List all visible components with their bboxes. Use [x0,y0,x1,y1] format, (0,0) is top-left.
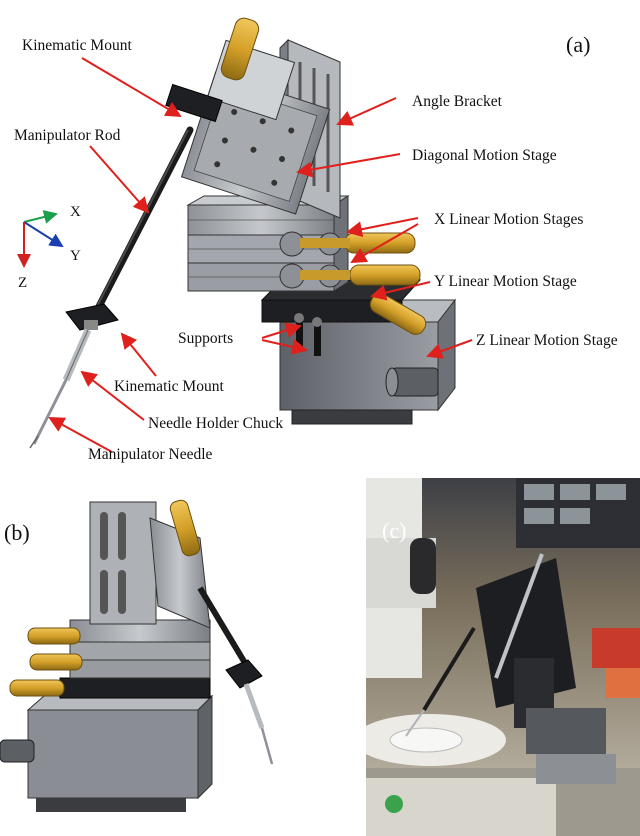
label-manipulator-rod: Manipulator Rod [14,127,121,144]
label-needle-holder-chuck: Needle Holder Chuck [148,415,284,432]
panel-label-c: (c) [382,518,407,543]
label-manipulator-needle: Manipulator Needle [88,446,213,463]
cad-render-assembly-b [0,499,274,812]
label-supports: Supports [178,330,234,347]
z-stage-shape [278,298,457,425]
panel-label-a: (a) [566,32,591,57]
photo-microscope-setup [366,478,640,836]
xy-stages-shape [186,195,427,335]
cad-render-assembly-a [17,17,473,453]
top-mount-shape [165,17,296,123]
manipulator-rod-shape [29,126,194,449]
panel-b: (b) [0,478,360,836]
axis-label-y: Y [70,248,81,264]
label-x-linear-motion-stages: X Linear Motion Stages [434,211,584,228]
label-y-linear-motion-stage: Y Linear Motion Stage [434,273,577,290]
label-kinematic-mount-bottom: Kinematic Mount [114,378,224,395]
label-kinematic-mount-top: Kinematic Mount [22,37,132,54]
panel-c: (c) [366,478,640,836]
panel-label-b: (b) [4,520,30,545]
axis-label-z: Z [18,275,28,291]
axis-label-x: X [70,204,81,220]
label-angle-bracket: Angle Bracket [412,93,502,110]
label-diagonal-motion-stage: Diagonal Motion Stage [412,147,557,164]
coordinate-axes [17,210,64,268]
panel-a: Kinematic Mount Manipulator Rod Angle Br… [14,17,618,463]
label-z-linear-motion-stage: Z Linear Motion Stage [476,332,618,349]
leader-arrows [48,57,473,453]
